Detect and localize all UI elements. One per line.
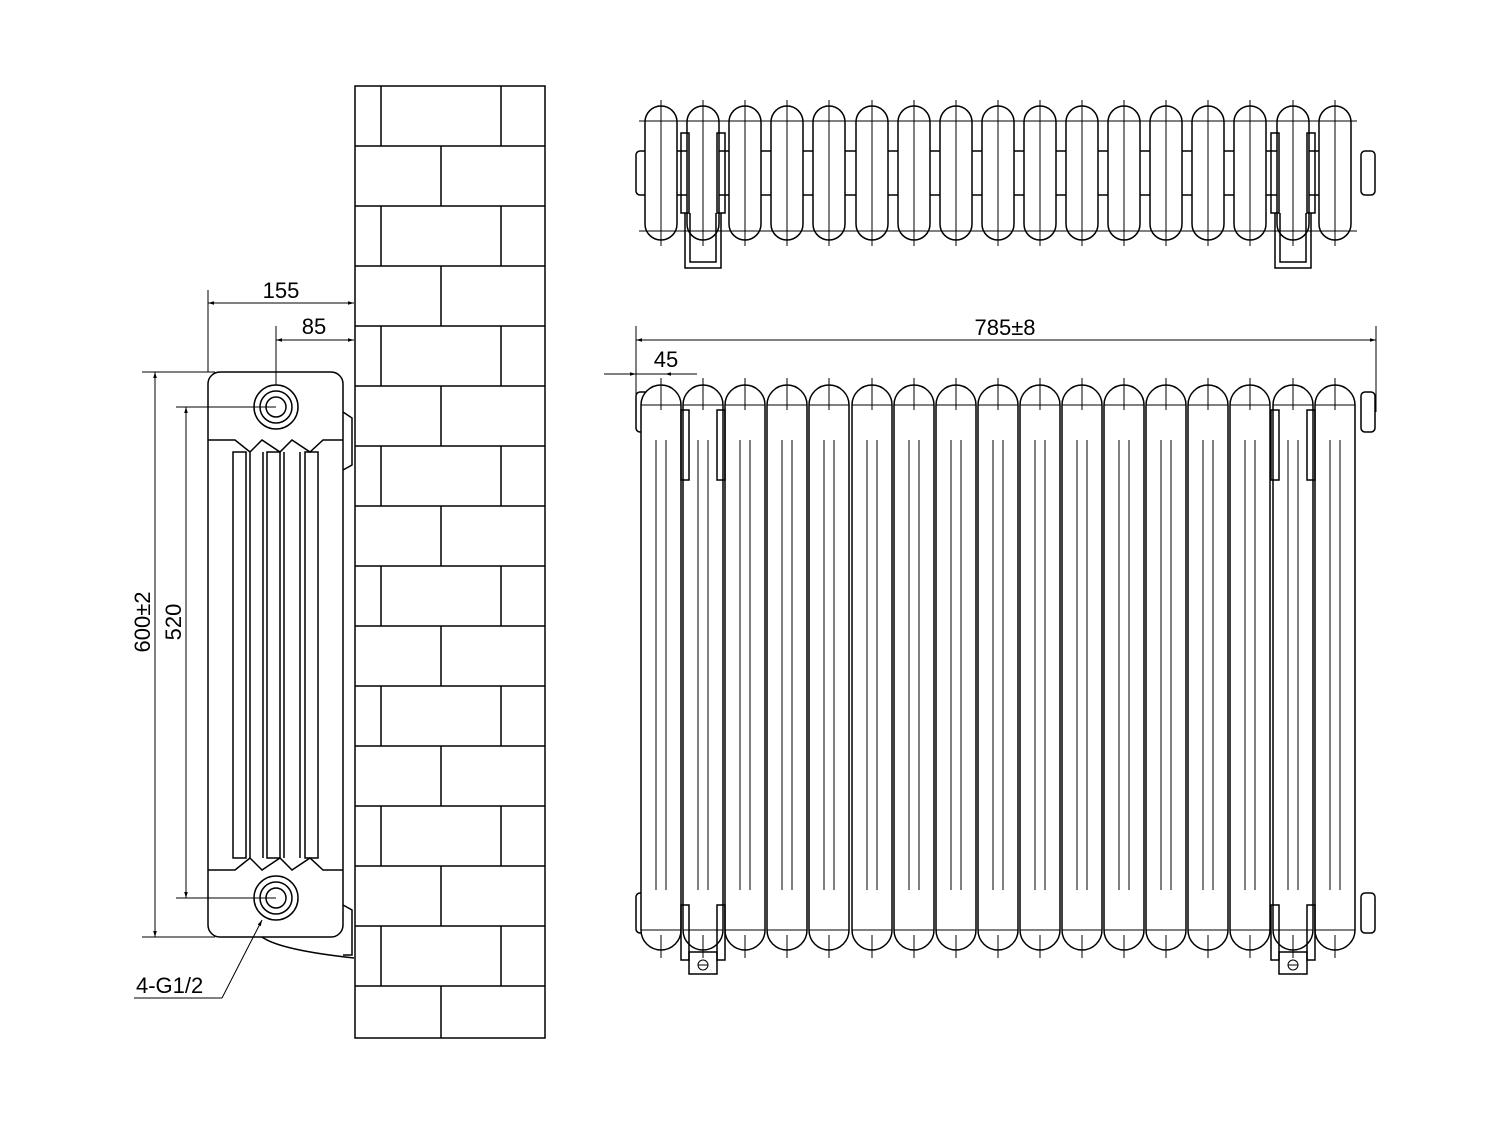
section-pitch-label: 45 (654, 347, 678, 372)
bracket-plate (1270, 904, 1280, 961)
bracket-foot (1278, 951, 1308, 975)
depth-total-label: 155 (263, 278, 300, 303)
height-dimension-520: 520 (161, 406, 276, 899)
connection-leader: 4-G1/2 (134, 919, 263, 999)
right-end-plug (1360, 150, 1376, 196)
pitch-dimension-45: 45 (604, 347, 697, 376)
bracket-strap (1274, 213, 1312, 269)
front-view (635, 378, 1376, 975)
column-section (1229, 384, 1271, 951)
depth-dimension-155: 155 (207, 278, 354, 372)
end-plug (1360, 391, 1376, 433)
side-view: 155 85 600±2 520 4-G1/2 (130, 85, 546, 1039)
bracket-plate (680, 409, 690, 481)
bracket-plate (1270, 409, 1280, 481)
column-section (851, 384, 893, 951)
width-total-label: 785±8 (974, 315, 1035, 340)
height-dimension-600: 600±2 (130, 371, 215, 938)
column-section (640, 384, 682, 951)
column-section (766, 384, 808, 951)
column-section (808, 384, 850, 951)
bracket-plate (680, 904, 690, 961)
column-section (1187, 384, 1229, 951)
column-section (1314, 384, 1356, 951)
column-section (1103, 384, 1145, 951)
bracket-strap (684, 213, 722, 269)
width-dimension-785: 785±8 (635, 315, 1377, 412)
bracket-plate (1306, 409, 1316, 481)
column-section (1145, 384, 1187, 951)
side-radiator-body (207, 371, 355, 959)
bracket-plate (1306, 904, 1316, 961)
bracket-strap (1279, 213, 1307, 263)
brick-wall (354, 85, 546, 1039)
column-section (977, 384, 1019, 951)
top-view (635, 100, 1376, 269)
end-plug (1360, 892, 1376, 934)
height-centres-label: 520 (161, 604, 186, 641)
bracket-plate (716, 904, 726, 961)
bracket-foot (688, 951, 718, 975)
column-section (1019, 384, 1061, 951)
column-section (1061, 384, 1103, 951)
depth-pipe-label: 85 (302, 314, 326, 339)
bracket-strap (689, 213, 717, 263)
bracket-plate (716, 409, 726, 481)
wall-outline (354, 85, 546, 1039)
height-total-label: 600±2 (130, 591, 155, 652)
column-section (935, 384, 977, 951)
column-section (893, 384, 935, 951)
connection-label: 4-G1/2 (136, 973, 203, 998)
column-section (724, 384, 766, 951)
depth-dimension-85: 85 (275, 314, 354, 385)
